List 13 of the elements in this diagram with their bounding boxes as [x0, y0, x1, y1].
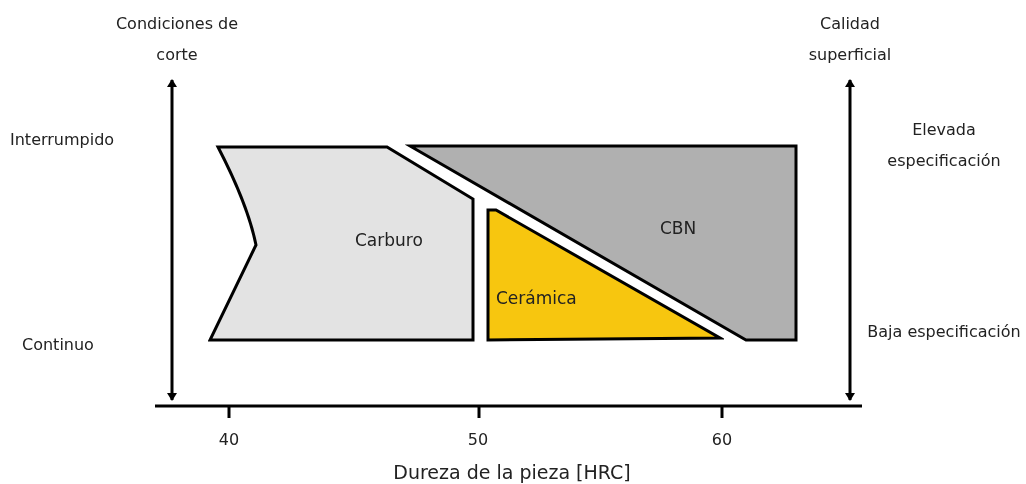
axis-label: Interrumpido [10, 129, 115, 151]
axis-label: Continuo [22, 334, 94, 356]
axis-label: Elevada especificación [886, 119, 1002, 172]
region-label: Carburo [355, 229, 423, 252]
region-label: Cerámica [496, 287, 577, 310]
axis-label: Calidad superficial [807, 13, 893, 66]
tick-label: 40 [217, 429, 241, 451]
tick-label: 50 [466, 429, 490, 451]
region-label: CBN [660, 217, 697, 240]
tick-label: 60 [710, 429, 734, 451]
axis-title: Dureza de la pieza [HRC] [392, 460, 632, 484]
axis-label: Condiciones de corte [114, 13, 240, 66]
axis-label: Baja especificación [866, 321, 1022, 343]
